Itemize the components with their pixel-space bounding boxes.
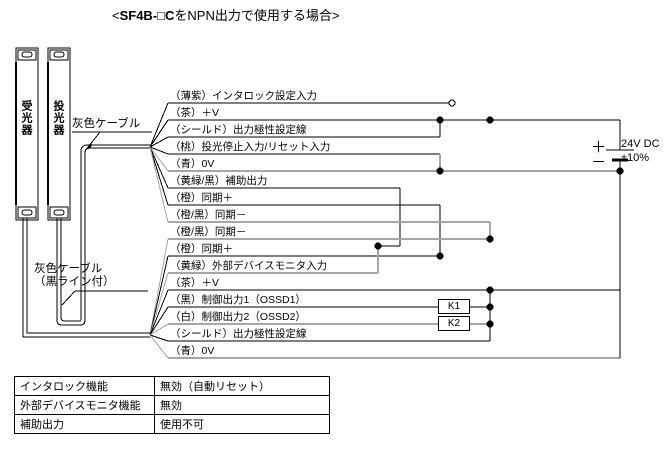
psu-plus-sign: ＋ (591, 139, 607, 156)
wire-label-emission-halt-reset-input: （桃）投光停止入力/リセット入力 (170, 141, 331, 153)
cable-label-gray-black-line-2: （黒ライン付） (34, 276, 115, 288)
wire-label-receiver-plus-v: （茶）＋V (170, 277, 220, 289)
spec-value-aux-output: 使用不可 (154, 414, 330, 434)
wire-label-control-output-2-ossd2: （白）制御出力2（OSSD2） (170, 311, 306, 323)
title-close: > (331, 8, 340, 23)
title-model: SF4B-□C (119, 8, 175, 23)
wire-label-receiver-sync-plus: （橙）同期＋ (170, 243, 233, 255)
wire-label-external-device-monitor-input: （黄緑）外部デバイスモニタ入力 (170, 260, 328, 272)
psu-voltage-label: 24V DC (621, 138, 660, 150)
title-open: < (112, 8, 120, 23)
spec-table: インタロック機能 無効（自動リセット） 外部デバイスモニタ機能 無効 補助出力 … (14, 376, 330, 434)
spec-item-aux-output: 補助出力 (14, 414, 155, 434)
psu-tolerance-label: ±10% (621, 152, 650, 164)
sensor-label-emitter: 投光器 (52, 100, 64, 136)
relay-box-k2: K2 (438, 316, 470, 331)
psu-minus-sign: － (591, 154, 607, 171)
wire-label-emitter-output-polarity-line: （シールド）出力極性設定線 (170, 124, 307, 136)
relay-box-k1: K1 (438, 299, 470, 314)
spec-item-interlock: インタロック機能 (14, 376, 155, 396)
wire-label-receiver-sync-minus: （橙/黒）同期－ (170, 226, 247, 238)
wire-label-control-output-1-ossd1: （黒）制御出力1（OSSD1） (170, 294, 306, 306)
page-title: <SF4B-□CをNPN出力で使用する場合> (112, 8, 340, 23)
spec-value-edm: 無効 (154, 395, 330, 415)
wire-label-emitter-plus-v: （茶）＋V (170, 107, 220, 119)
wire-label-receiver-output-polarity-line: （シールド）出力極性設定線 (170, 328, 307, 340)
sensor-label-receiver: 受光器 (20, 100, 32, 136)
wire-label-interlock-setting-input: （薄紫）インタロック設定入力 (170, 90, 317, 102)
wire-label-emitter-sync-minus: （橙/黒）同期－ (170, 209, 247, 221)
spec-item-edm: 外部デバイスモニタ機能 (14, 395, 155, 415)
wire-label-receiver-0v: （青）0V (170, 345, 215, 357)
cable-label-gray: 灰色ケーブル (72, 118, 141, 130)
cable-label-gray-black-line-1: 灰色ケーブル (34, 263, 103, 275)
title-rest: をNPN出力で使用する場合 (174, 8, 332, 23)
spec-value-interlock: 無効（自動リセット） (154, 376, 330, 396)
table-row: 補助出力 使用不可 (14, 414, 330, 434)
wire-label-auxiliary-output: （黄緑/黒）補助出力 (170, 175, 268, 187)
wire-label-emitter-sync-plus: （橙）同期＋ (170, 192, 233, 204)
wire-label-emitter-0v: （青）0V (170, 158, 215, 170)
table-row: インタロック機能 無効（自動リセット） (14, 376, 330, 396)
table-row: 外部デバイスモニタ機能 無効 (14, 395, 330, 415)
